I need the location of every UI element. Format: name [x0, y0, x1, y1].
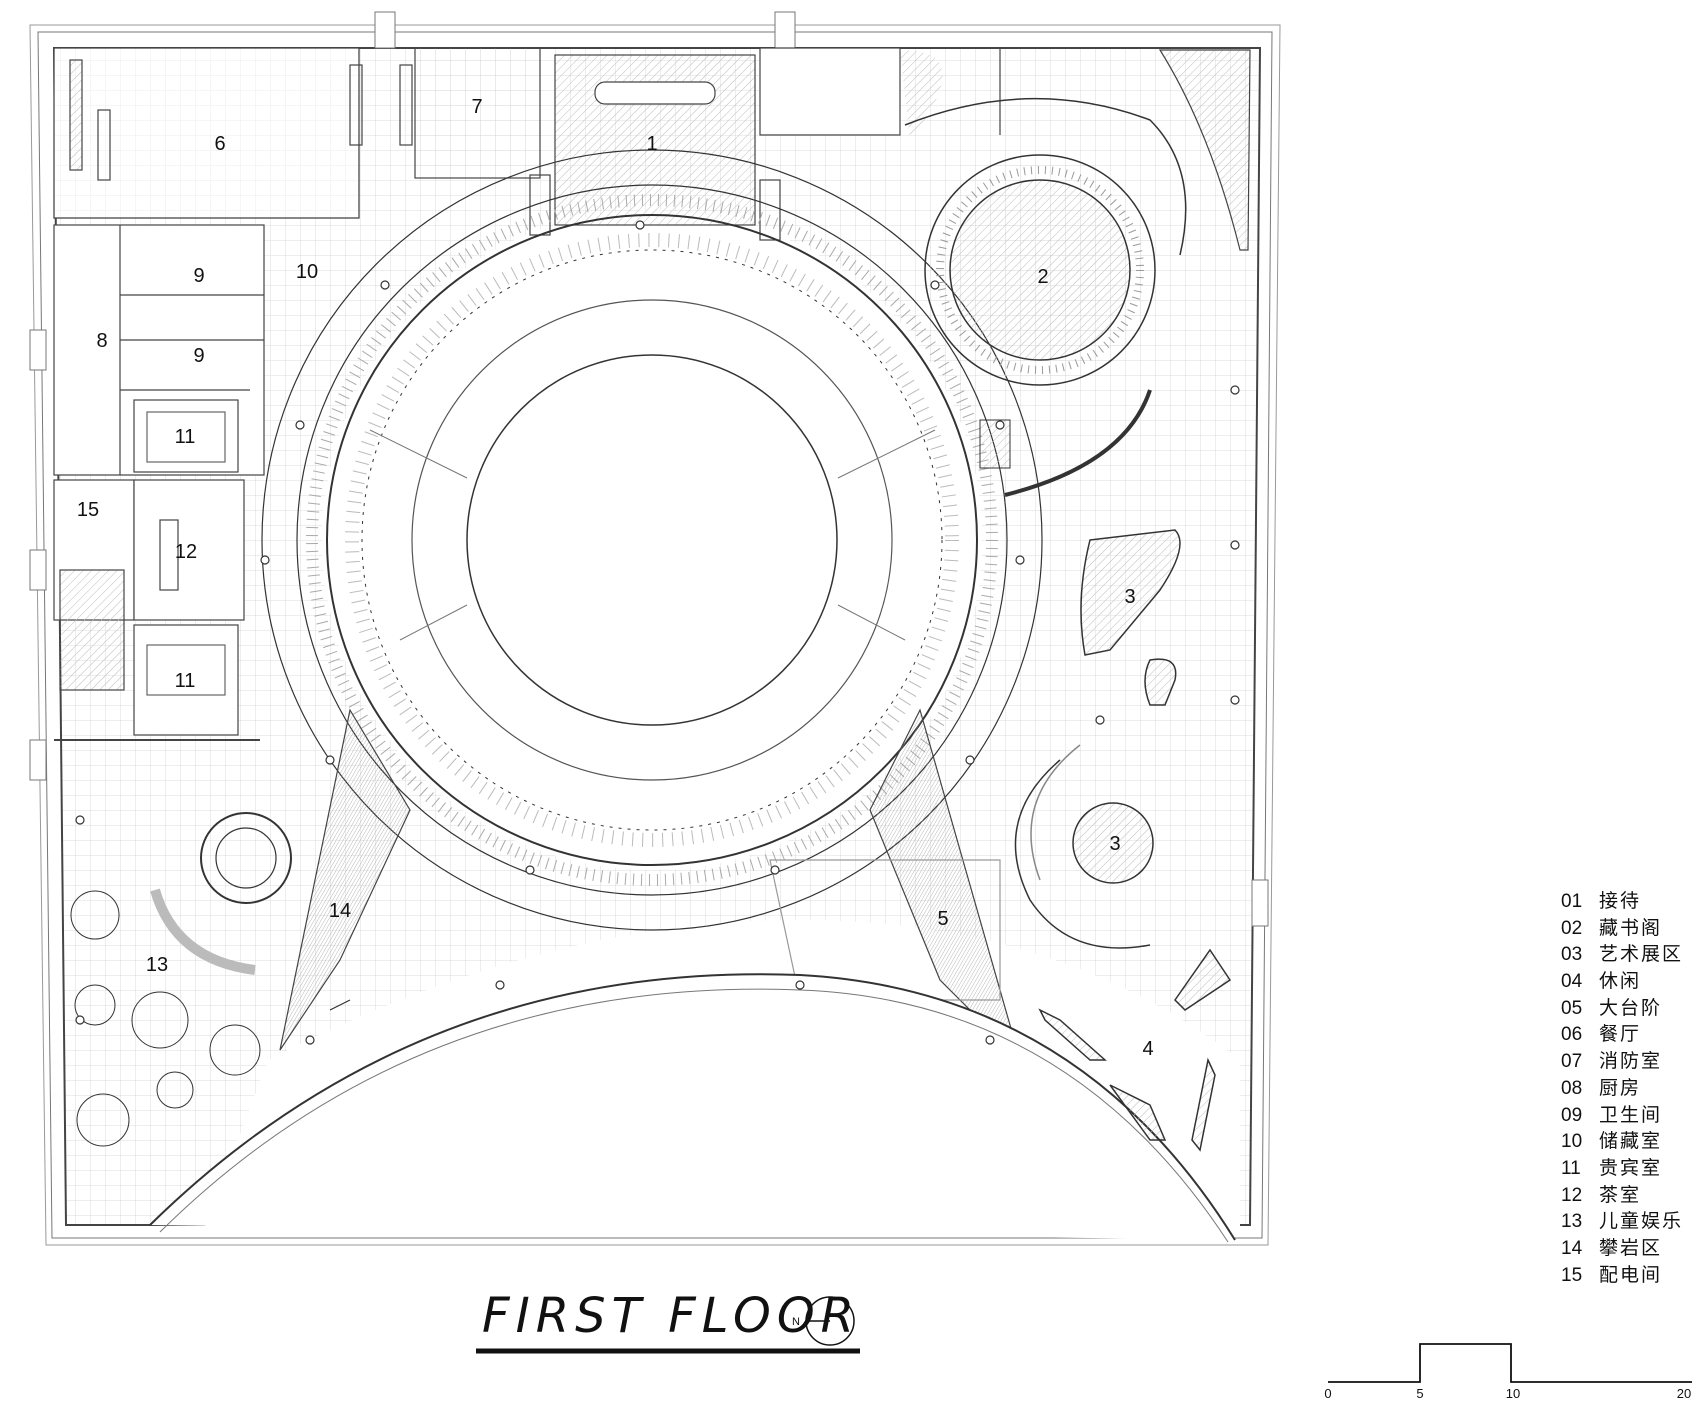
legend-num: 01: [1561, 891, 1583, 912]
scale-bar: 0 5 10 20: [1324, 1343, 1692, 1401]
legend-item: 08 厨房: [1561, 1075, 1696, 1102]
legend-item: 06 餐厅: [1561, 1021, 1696, 1048]
room-number-15: 15: [77, 499, 99, 521]
legend-name: 接待: [1599, 890, 1642, 912]
legend-name: 餐厅: [1599, 1023, 1642, 1046]
legend-num: 03: [1561, 944, 1583, 966]
legend-name: 卫生间: [1599, 1103, 1663, 1126]
leisure-seating: [1038, 948, 1232, 1152]
legend-name: 配电间: [1599, 1263, 1663, 1286]
legend-name: 艺术展区: [1599, 943, 1684, 966]
legend-num: 15: [1561, 1264, 1583, 1286]
legend-num: 07: [1561, 1051, 1583, 1073]
legend-num: 09: [1561, 1104, 1583, 1126]
legend-item: 13 儿童娱乐: [1561, 1208, 1696, 1235]
title-block: FIRST FLOOR N: [476, 1288, 860, 1354]
room-number-12: 12: [175, 541, 197, 563]
room-number-9a: 9: [193, 265, 204, 287]
room-number-5: 5: [937, 908, 948, 930]
legend-num: 08: [1561, 1077, 1583, 1099]
room-number-11b: 11: [175, 670, 196, 692]
legend-num: 05: [1561, 997, 1583, 1019]
room-number-4: 4: [1142, 1038, 1153, 1060]
west-service-wing: [53, 47, 413, 741]
legend-num: 12: [1561, 1184, 1583, 1206]
grand-steps-and-climbing: [279, 708, 1022, 1063]
scale-tick-20: 20: [1677, 1386, 1691, 1401]
legend-item: 09 卫生间: [1561, 1102, 1696, 1129]
legend-item: 14 攀岩区: [1561, 1235, 1696, 1262]
legend-num: 10: [1561, 1131, 1583, 1153]
room-number-1: 1: [646, 133, 657, 155]
drawing-title: FIRST FLOOR: [482, 1288, 860, 1344]
room-number-11a: 11: [175, 426, 196, 448]
legend-item: 15 配电间: [1561, 1262, 1696, 1289]
legend-item: 01 接待: [1561, 888, 1696, 915]
reception-block: [414, 47, 1251, 251]
room-number-13: 13: [146, 954, 168, 976]
legend-num: 14: [1561, 1237, 1583, 1259]
legend-num: 02: [1561, 917, 1583, 939]
columns: [75, 220, 1240, 1045]
room-number-7: 7: [471, 96, 482, 118]
legend-name: 茶室: [1599, 1183, 1642, 1206]
legend-item: 07 消防室: [1561, 1048, 1696, 1075]
legend-name: 厨房: [1599, 1076, 1642, 1099]
legend-num: 04: [1561, 971, 1583, 993]
legend-name: 大台阶: [1599, 996, 1663, 1019]
room-number-labels: 1 2 3 3 4 5 6 7 8 9 9 10 11 11 12 13 14 …: [77, 96, 1154, 1060]
legend-name: 儿童娱乐: [1599, 1210, 1684, 1233]
legend-item: 03 艺术展区: [1561, 941, 1696, 968]
legend-name: 贵宾室: [1599, 1156, 1663, 1179]
north-label: N: [792, 1316, 800, 1328]
legend-num: 11: [1561, 1157, 1581, 1179]
legend-item: 05 大台阶: [1561, 995, 1696, 1022]
room-number-10: 10: [296, 261, 318, 283]
legend-name: 休闲: [1599, 970, 1642, 993]
legend-item: 11 贵宾室: [1561, 1155, 1696, 1182]
legend-item: 02 藏书阁: [1561, 915, 1696, 942]
scale-tick-5: 5: [1416, 1386, 1423, 1401]
room-number-2: 2: [1037, 266, 1048, 288]
legend-item: 10 储藏室: [1561, 1128, 1696, 1155]
scale-tick-10: 10: [1506, 1386, 1520, 1401]
scale-tick-0: 0: [1324, 1386, 1331, 1401]
legend-name: 藏书阁: [1599, 916, 1663, 939]
art-exhibition-areas: [1014, 529, 1181, 949]
room-number-9b: 9: [193, 345, 204, 367]
legend-item: 12 茶室: [1561, 1182, 1696, 1209]
legend-name: 消防室: [1599, 1050, 1663, 1073]
room-number-8: 8: [96, 330, 107, 352]
south-arch: [149, 973, 1236, 1241]
legend-num: 13: [1561, 1211, 1583, 1233]
room-number-3b: 3: [1109, 833, 1120, 855]
room-number-3a: 3: [1124, 586, 1135, 608]
legend-name: 储藏室: [1599, 1130, 1663, 1153]
legend-num: 06: [1561, 1024, 1583, 1046]
library-rotunda: [904, 97, 1187, 497]
legend-name: 攀岩区: [1599, 1236, 1663, 1259]
kids-play-zone: [70, 812, 292, 1147]
atrium: [261, 149, 1043, 931]
room-number-14: 14: [329, 900, 351, 922]
legend-item: 04 休闲: [1561, 968, 1696, 995]
room-number-6: 6: [214, 133, 225, 155]
